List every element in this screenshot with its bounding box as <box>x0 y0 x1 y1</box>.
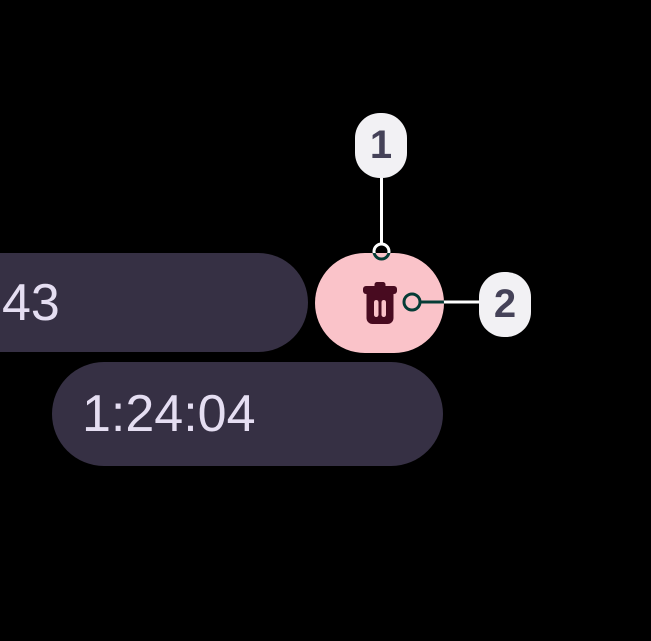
timer-pill-partial: 43 <box>0 253 308 352</box>
callout-2-label: 2 <box>493 282 517 326</box>
callout-2-badge: 2 <box>479 272 531 337</box>
timer-elapsed-time-text: 1:24:04 <box>82 385 256 443</box>
delete-timer-button[interactable] <box>315 253 444 353</box>
timer-pill-elapsed: 1:24:04 <box>52 362 443 466</box>
callout-1-label: 1 <box>369 123 393 167</box>
timer-partial-time-text: 43 <box>2 273 60 332</box>
trash-icon <box>362 282 397 324</box>
callout-1-badge: 1 <box>355 113 407 178</box>
